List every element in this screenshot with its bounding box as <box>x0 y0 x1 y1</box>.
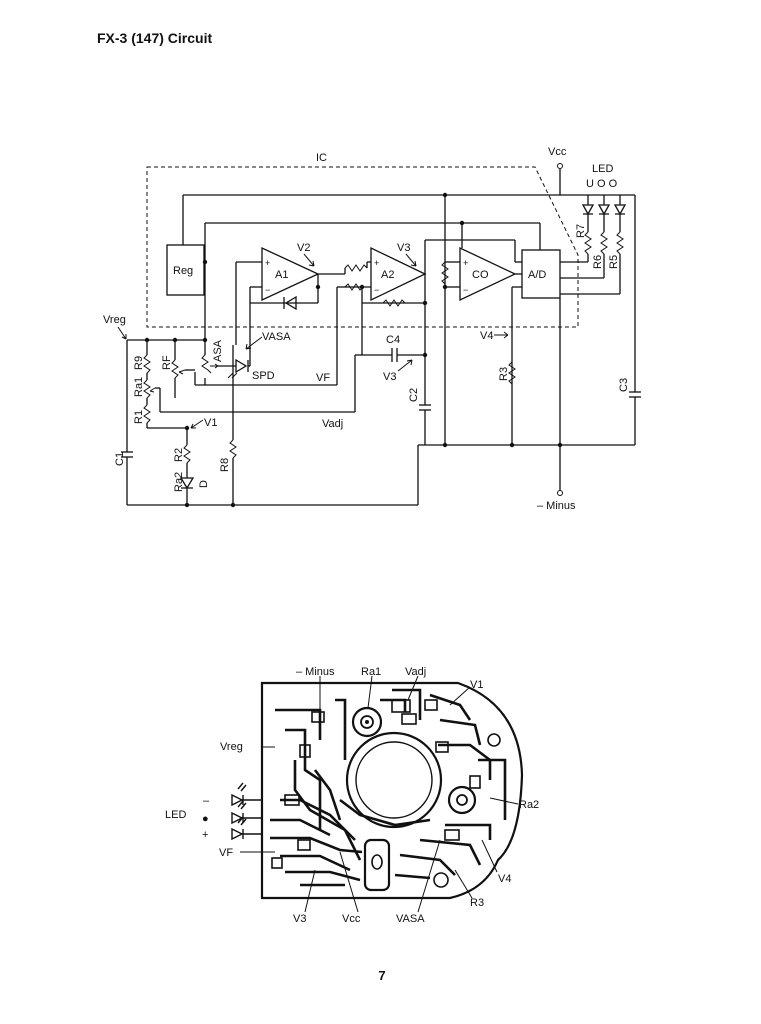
label-c3: C3 <box>618 378 630 392</box>
label-vreg: Vreg <box>103 314 126 326</box>
label-v4: V4 <box>480 330 493 342</box>
led-array <box>575 194 635 255</box>
label-v1: V1 <box>204 417 217 429</box>
opamp-a1 <box>261 246 320 302</box>
label-r3: R3 <box>498 367 510 381</box>
trimmer-ra2 <box>447 785 477 815</box>
pcb-label-led-plus: + <box>202 829 208 841</box>
label-vf: VF <box>316 372 330 384</box>
pcb-label-led: LED <box>165 809 186 821</box>
pcb-label-v3: V3 <box>293 913 306 925</box>
page-number: 7 <box>378 968 386 983</box>
pcb-label-vadj: Vadj <box>405 666 426 678</box>
label-r5: R5 <box>608 255 620 269</box>
label-v3-mid: V3 <box>383 371 396 383</box>
label-r1: R1 <box>133 410 145 424</box>
label-led: LED <box>592 163 613 175</box>
label-v3-top: V3 <box>397 242 410 254</box>
schematic-diagram: IC Vcc LED U O O R7 R6 R5 <box>103 146 641 512</box>
svg-text:−: − <box>463 285 468 295</box>
label-c1: C1 <box>114 452 126 466</box>
label-r8: R8 <box>219 458 231 472</box>
pcb-label-vcc: Vcc <box>342 913 361 925</box>
label-spd: SPD <box>252 370 275 382</box>
pcb-label-ra2: Ra2 <box>519 799 539 811</box>
vcc-terminal <box>557 163 563 169</box>
pcb-pads <box>271 699 481 869</box>
pcb-label-minus: – Minus <box>296 666 335 678</box>
pcb-traces <box>270 688 507 887</box>
label-d: D <box>198 480 210 488</box>
label-vasa: VASA <box>262 331 291 343</box>
pcb-led-icons <box>231 782 262 841</box>
pcb-outline <box>260 681 524 900</box>
pcb-layout-diagram: – Minus Ra1 Vadj V1 Vreg LED – ● + Ra2 V… <box>165 666 539 925</box>
pcb-label-led-dot: ● <box>202 813 209 825</box>
label-c4: C4 <box>386 334 400 346</box>
label-rf: RF <box>161 355 173 370</box>
label-minus: – Minus <box>537 500 576 512</box>
label-ra1: Ra1 <box>133 377 145 397</box>
pcb-label-v1: V1 <box>470 679 483 691</box>
label-v2: V2 <box>297 242 310 254</box>
label-ad: A/D <box>528 269 546 281</box>
label-r6: R6 <box>592 255 604 269</box>
trimmer-ra1 <box>351 706 383 738</box>
pcb-mount-tab <box>363 838 391 892</box>
pcb-label-vasa: VASA <box>396 913 425 925</box>
reg-block <box>166 244 205 296</box>
label-a1: A1 <box>275 269 288 281</box>
label-vadj: Vadj <box>322 418 343 430</box>
svg-text:−: − <box>265 285 270 295</box>
pcb-label-led-minus: – <box>203 795 210 807</box>
svg-text:+: + <box>265 258 270 268</box>
label-ic: IC <box>316 152 327 164</box>
minus-terminal <box>557 490 563 496</box>
comparator-co <box>459 246 517 302</box>
label-co: CO <box>472 269 489 281</box>
svg-text:+: + <box>463 258 468 268</box>
label-ra2: Ra2 <box>173 472 185 492</box>
svg-text:−: − <box>374 285 379 295</box>
label-a2: A2 <box>381 269 394 281</box>
pcb-aperture <box>345 731 443 829</box>
page-title: FX-3 (147) Circuit <box>97 30 213 46</box>
label-r9: R9 <box>133 356 145 370</box>
svg-text:+: + <box>374 258 379 268</box>
pcb-label-v4: V4 <box>498 873 511 885</box>
pcb-label-vf: VF <box>219 847 233 859</box>
opamp-a2 <box>370 246 427 302</box>
label-vcc: Vcc <box>548 146 567 158</box>
label-c2: C2 <box>408 388 420 402</box>
pcb-label-r3: R3 <box>470 897 484 909</box>
label-r2: R2 <box>173 448 185 462</box>
label-asa: ASA <box>212 339 224 362</box>
pcb-label-ra1: Ra1 <box>361 666 381 678</box>
label-led-marks: U O O <box>586 178 618 190</box>
label-r7: R7 <box>575 224 587 238</box>
pcb-leaders <box>240 675 519 913</box>
ic-boundary <box>146 166 579 328</box>
pcb-label-vreg: Vreg <box>220 741 243 753</box>
label-reg: Reg <box>173 265 193 277</box>
